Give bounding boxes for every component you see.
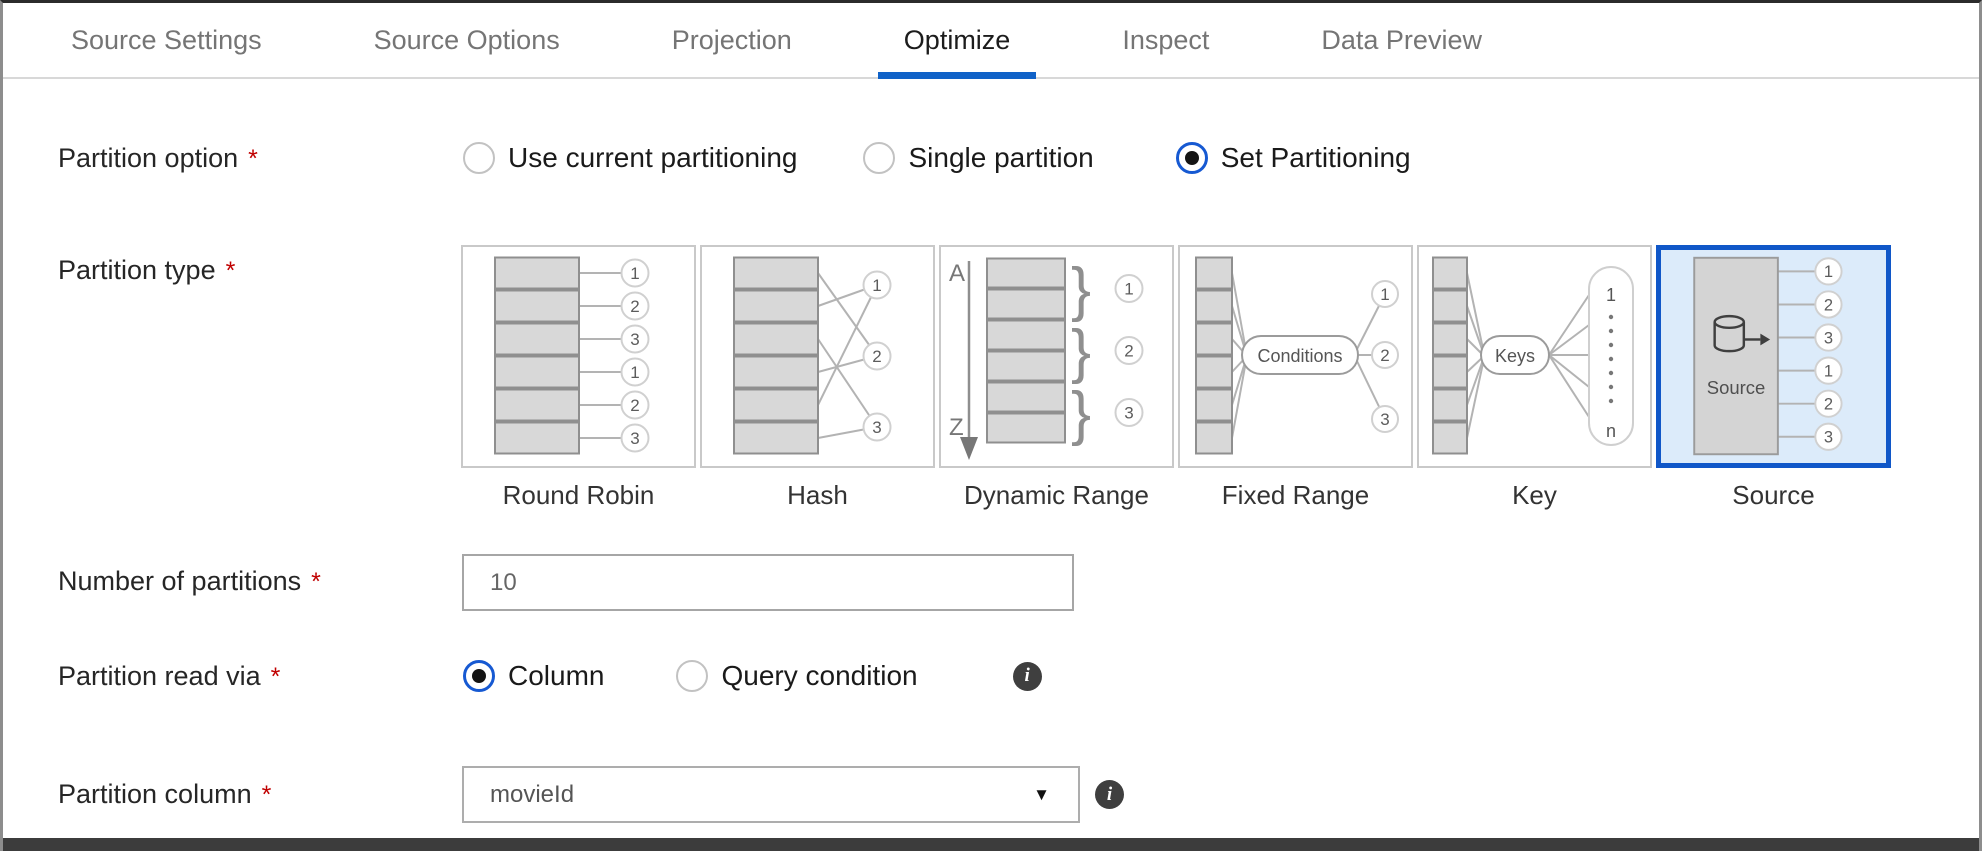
svg-text:2: 2	[1124, 342, 1133, 361]
radio-icon	[463, 142, 495, 174]
svg-text:1: 1	[1606, 285, 1616, 305]
required-asterisk: *	[270, 663, 281, 691]
card-label-key: Key	[1512, 480, 1557, 510]
svg-text:n: n	[1606, 421, 1616, 441]
partition-column-dropdown[interactable]: movieId ▼	[462, 766, 1080, 823]
partition-type-cards: 1 2 3 1 2 3 Round Robin	[461, 245, 1891, 511]
tab-inspect[interactable]: Inspect	[1122, 24, 1210, 55]
radio-icon	[863, 142, 896, 174]
svg-text:1: 1	[1824, 361, 1833, 380]
svg-text:2: 2	[630, 396, 639, 415]
fixed-range-icon: Conditions 1 2 3	[1195, 256, 1399, 455]
radio-icon	[676, 660, 709, 692]
database-icon	[1713, 321, 1746, 353]
partition-type-label: Partition type*	[58, 255, 236, 285]
number-of-partitions-label: Number of partitions*	[58, 566, 321, 596]
dynamic-range-diagram: A Z } } } 1 2 3	[939, 245, 1174, 468]
svg-text:}: }	[1071, 318, 1091, 385]
svg-text:A: A	[949, 260, 965, 287]
card-key[interactable]: Keys 1 n Key	[1417, 245, 1652, 511]
svg-text:Source: Source	[1707, 377, 1766, 398]
round-robin-icon: 1 2 3 1 2 3	[494, 256, 650, 455]
radio-single-partition[interactable]: Single partition	[863, 142, 1094, 174]
fixed-range-diagram: Conditions 1 2 3	[1178, 245, 1413, 468]
svg-text:2: 2	[872, 347, 881, 366]
card-fixed-range[interactable]: Conditions 1 2 3 Fixed Range	[1178, 245, 1413, 511]
svg-text:3: 3	[1380, 410, 1389, 429]
card-hash[interactable]: 1 2 3 Hash	[700, 245, 935, 511]
svg-text:}: }	[1071, 256, 1091, 323]
tab-bar: Source Settings Source Options Projectio…	[3, 3, 1979, 79]
radio-set-partitioning[interactable]: Set Partitioning	[1175, 142, 1411, 174]
card-source[interactable]: Source 1 2 3 1 2 3 Source	[1656, 245, 1891, 511]
required-asterisk: *	[311, 568, 321, 596]
source-diagram: Source 1 2 3 1 2 3	[1656, 245, 1891, 468]
card-label-hash: Hash	[787, 480, 848, 510]
card-label-round-robin: Round Robin	[502, 480, 655, 510]
svg-text:2: 2	[1824, 295, 1833, 314]
required-asterisk: *	[225, 257, 236, 285]
info-icon[interactable]: i	[1095, 780, 1124, 809]
tab-source-options[interactable]: Source Options	[373, 24, 560, 55]
svg-text:1: 1	[1124, 280, 1133, 299]
svg-text:1: 1	[1380, 285, 1389, 304]
card-round-robin[interactable]: 1 2 3 1 2 3 Round Robin	[461, 245, 696, 511]
svg-text:1: 1	[630, 363, 639, 382]
svg-text:3: 3	[872, 418, 881, 437]
round-robin-diagram: 1 2 3 1 2 3	[461, 245, 696, 468]
card-dynamic-range[interactable]: A Z } } } 1 2 3 Dyna	[939, 245, 1174, 511]
svg-text:3: 3	[630, 330, 639, 349]
radio-selected-icon	[1175, 142, 1208, 174]
chevron-down-icon: ▼	[1033, 784, 1050, 804]
number-of-partitions-input[interactable]: 10	[462, 554, 1074, 611]
card-label-fixed-range: Fixed Range	[1221, 480, 1370, 510]
svg-text:Z: Z	[949, 414, 964, 441]
card-label-dynamic-range: Dynamic Range	[964, 480, 1149, 510]
tab-data-preview[interactable]: Data Preview	[1321, 24, 1482, 55]
svg-text:3: 3	[1824, 328, 1833, 347]
tab-source-settings[interactable]: Source Settings	[71, 24, 262, 55]
partition-column-value: movieId	[490, 780, 575, 808]
number-of-partitions-value: 10	[490, 568, 517, 596]
partition-option-radio-group: Use current partitioning Single partitio…	[463, 142, 1411, 174]
svg-text:}: }	[1071, 380, 1091, 447]
key-icon: Keys 1 n	[1432, 256, 1634, 455]
svg-text:3: 3	[1824, 428, 1833, 447]
svg-text:3: 3	[630, 429, 639, 448]
tab-optimize[interactable]: Optimize	[877, 3, 1036, 79]
svg-text:1: 1	[630, 264, 639, 283]
svg-text:1: 1	[1824, 262, 1833, 281]
svg-text:1: 1	[872, 276, 881, 295]
tab-projection[interactable]: Projection	[671, 24, 792, 55]
required-asterisk: *	[261, 781, 272, 809]
svg-text:Keys: Keys	[1495, 346, 1535, 366]
radio-selected-icon	[463, 660, 495, 692]
card-label-source: Source	[1732, 480, 1815, 510]
radio-query-condition[interactable]: Query condition	[676, 660, 918, 692]
radio-use-current-partitioning[interactable]: Use current partitioning	[463, 142, 797, 174]
key-diagram: Keys 1 n	[1417, 245, 1652, 468]
svg-text:2: 2	[1824, 395, 1833, 414]
svg-text:3: 3	[1124, 404, 1133, 423]
dynamic-range-icon: A Z } } } 1 2 3	[949, 256, 1144, 460]
hash-icon: 1 2 3	[733, 256, 892, 455]
partition-option-label: Partition option*	[58, 143, 258, 173]
required-asterisk: *	[248, 145, 258, 173]
window-bottom-edge	[3, 838, 1979, 851]
svg-text:Conditions: Conditions	[1257, 346, 1342, 366]
radio-column[interactable]: Column	[463, 660, 604, 692]
svg-text:2: 2	[1380, 346, 1389, 365]
svg-text:2: 2	[630, 297, 639, 316]
hash-diagram: 1 2 3	[700, 245, 935, 468]
partition-read-via-radio-group: Column Query condition i	[463, 660, 1042, 692]
partition-column-label: Partition column*	[58, 779, 272, 809]
partition-read-via-label: Partition read via*	[58, 661, 281, 691]
source-icon: Source 1 2 3 1 2 3	[1693, 256, 1843, 456]
info-icon[interactable]: i	[1012, 661, 1042, 691]
